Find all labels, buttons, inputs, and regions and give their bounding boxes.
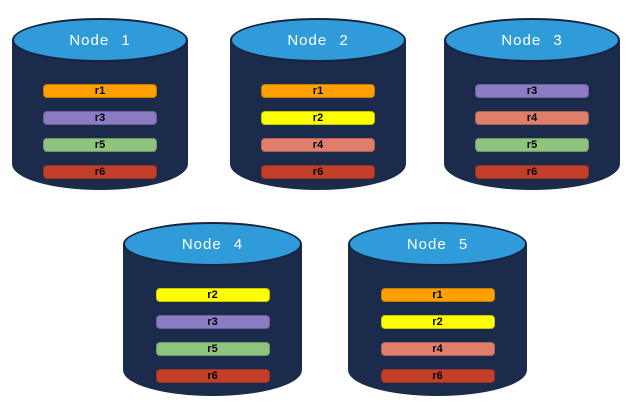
node-4-cylinder: Node 4 r2 r3 r5 r6 xyxy=(123,222,302,396)
node-2-cylinder: Node 2 r1 r2 r4 r6 xyxy=(230,18,406,190)
replica-bar-r1: r1 xyxy=(261,84,375,98)
node-2-replica-list: r1 r2 r4 r6 xyxy=(261,84,375,179)
node-3-cylinder-top: Node 3 xyxy=(444,18,620,62)
replica-bar-r5: r5 xyxy=(43,138,157,152)
replica-bar-r2: r2 xyxy=(261,111,375,125)
replica-bar-r3: r3 xyxy=(475,84,589,98)
replica-bar-r4: r4 xyxy=(475,111,589,125)
node-5-title: Node 5 xyxy=(406,235,469,253)
replica-bar-r6: r6 xyxy=(380,369,495,383)
replica-bar-r6: r6 xyxy=(155,369,270,383)
replica-bar-r5: r5 xyxy=(475,138,589,152)
node-2-cylinder-top: Node 2 xyxy=(230,18,406,62)
node-1-cylinder-top: Node 1 xyxy=(12,18,188,62)
node-5-cylinder: Node 5 r1 r2 r4 r6 xyxy=(348,222,527,396)
replica-bar-r4: r4 xyxy=(261,138,375,152)
node-4-title: Node 4 xyxy=(181,235,244,253)
replica-bar-r3: r3 xyxy=(43,111,157,125)
node-1-cylinder: Node 1 r1 r3 r5 r6 xyxy=(12,18,188,190)
node-5-replica-list: r1 r2 r4 r6 xyxy=(380,288,495,383)
node-1-replica-list: r1 r3 r5 r6 xyxy=(43,84,157,179)
replica-bar-r6: r6 xyxy=(261,165,375,179)
node-3-replica-list: r3 r4 r5 r6 xyxy=(475,84,589,179)
replica-bar-r6: r6 xyxy=(43,165,157,179)
node-4-replica-list: r2 r3 r5 r6 xyxy=(155,288,270,383)
node-3-cylinder: Node 3 r3 r4 r5 r6 xyxy=(444,18,620,190)
node-1-title: Node 1 xyxy=(69,31,131,49)
node-2-title: Node 2 xyxy=(287,31,349,49)
node-3-title: Node 3 xyxy=(501,31,563,49)
replica-bar-r3: r3 xyxy=(155,315,270,329)
replica-bar-r4: r4 xyxy=(380,342,495,356)
replica-bar-r1: r1 xyxy=(380,288,495,302)
replica-bar-r2: r2 xyxy=(380,315,495,329)
replica-bar-r5: r5 xyxy=(155,342,270,356)
replica-bar-r2: r2 xyxy=(155,288,270,302)
node-5-cylinder-top: Node 5 xyxy=(348,222,527,266)
replica-bar-r1: r1 xyxy=(43,84,157,98)
node-4-cylinder-top: Node 4 xyxy=(123,222,302,266)
replica-bar-r6: r6 xyxy=(475,165,589,179)
